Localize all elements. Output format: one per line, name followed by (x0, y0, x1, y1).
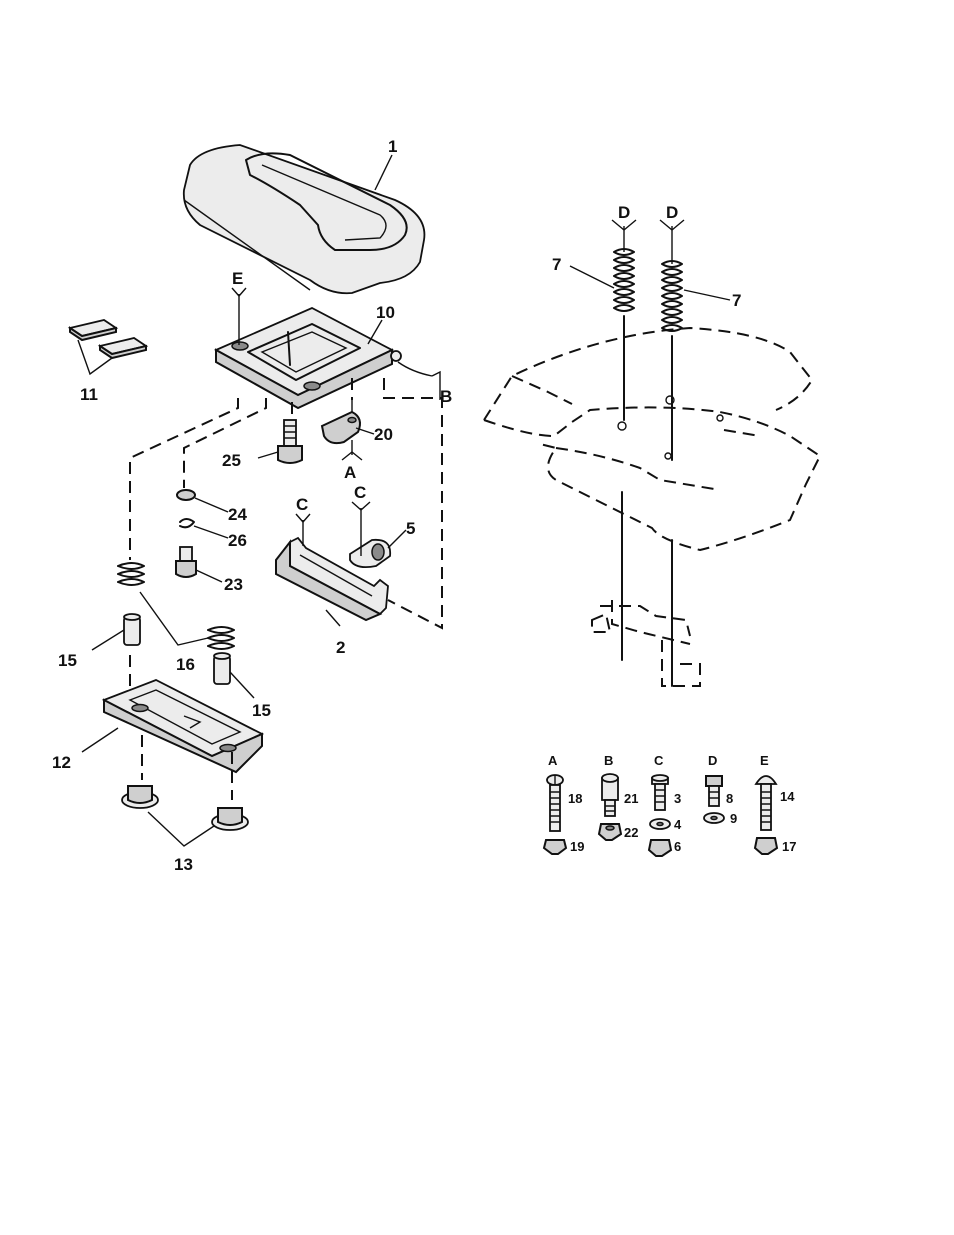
callout-12: 12 (52, 753, 71, 772)
callout-7-left: 7 (552, 255, 561, 274)
hardware-group-a-letter: A (548, 753, 558, 768)
clamp-20 (322, 412, 360, 443)
base-plate-12 (104, 680, 262, 772)
bolt-23 (176, 547, 196, 577)
washer-24 (177, 490, 195, 500)
callout-10: 10 (376, 303, 395, 322)
spring-left (118, 563, 144, 585)
clamp-5 (350, 540, 390, 567)
hardware-group-d-letter: D (708, 753, 717, 768)
hardware-part-9: 9 (730, 811, 737, 826)
spring-right (208, 627, 234, 649)
callout-24: 24 (228, 505, 247, 524)
hardware-part-17: 17 (782, 839, 796, 854)
callout-25: 25 (222, 451, 241, 470)
hardware-part-14: 14 (780, 789, 795, 804)
spacer-right (214, 653, 230, 684)
callout-5: 5 (406, 519, 415, 538)
hardware-legend: A 18 19 B 21 22 C 3 4 6 D (544, 753, 796, 856)
hardware-part-19: 19 (570, 839, 584, 854)
callout-7-right: 7 (732, 291, 741, 310)
ref-a: A (344, 463, 356, 482)
spacer-left (124, 614, 140, 645)
grommet-right (212, 808, 248, 830)
hardware-part-21: 21 (624, 791, 638, 806)
callout-16: 16 (176, 655, 195, 674)
ref-e: E (232, 269, 243, 288)
hardware-group-e-letter: E (760, 753, 769, 768)
callout-13: 13 (174, 855, 193, 874)
lockwasher-26 (180, 519, 194, 527)
callout-15a: 15 (58, 651, 77, 670)
ref-d-left: D (618, 203, 630, 222)
hardware-part-8: 8 (726, 791, 733, 806)
ref-c-right: C (354, 483, 366, 502)
callout-15b: 15 (252, 701, 271, 720)
ref-c-left: C (296, 495, 308, 514)
hardware-part-22: 22 (624, 825, 638, 840)
hardware-group-b-letter: B (604, 753, 613, 768)
grommet-left (122, 786, 158, 808)
pads (70, 320, 146, 358)
callout-23: 23 (224, 575, 243, 594)
bolt-25 (278, 420, 302, 463)
callout-2: 2 (336, 638, 345, 657)
seat-cushion (184, 145, 425, 293)
hardware-part-6: 6 (674, 839, 681, 854)
spring-7-right (662, 261, 682, 331)
ref-d-right: D (666, 203, 678, 222)
callout-1: 1 (388, 137, 397, 156)
hardware-part-4: 4 (674, 817, 682, 832)
fender-outline (484, 328, 820, 686)
seat-pan (216, 308, 401, 408)
hardware-part-3: 3 (674, 791, 681, 806)
spring-7-left (614, 249, 634, 311)
callout-11: 11 (80, 385, 98, 404)
callout-20: 20 (374, 425, 393, 444)
hardware-group-c-letter: C (654, 753, 664, 768)
callout-26: 26 (228, 531, 247, 550)
hardware-part-18: 18 (568, 791, 582, 806)
